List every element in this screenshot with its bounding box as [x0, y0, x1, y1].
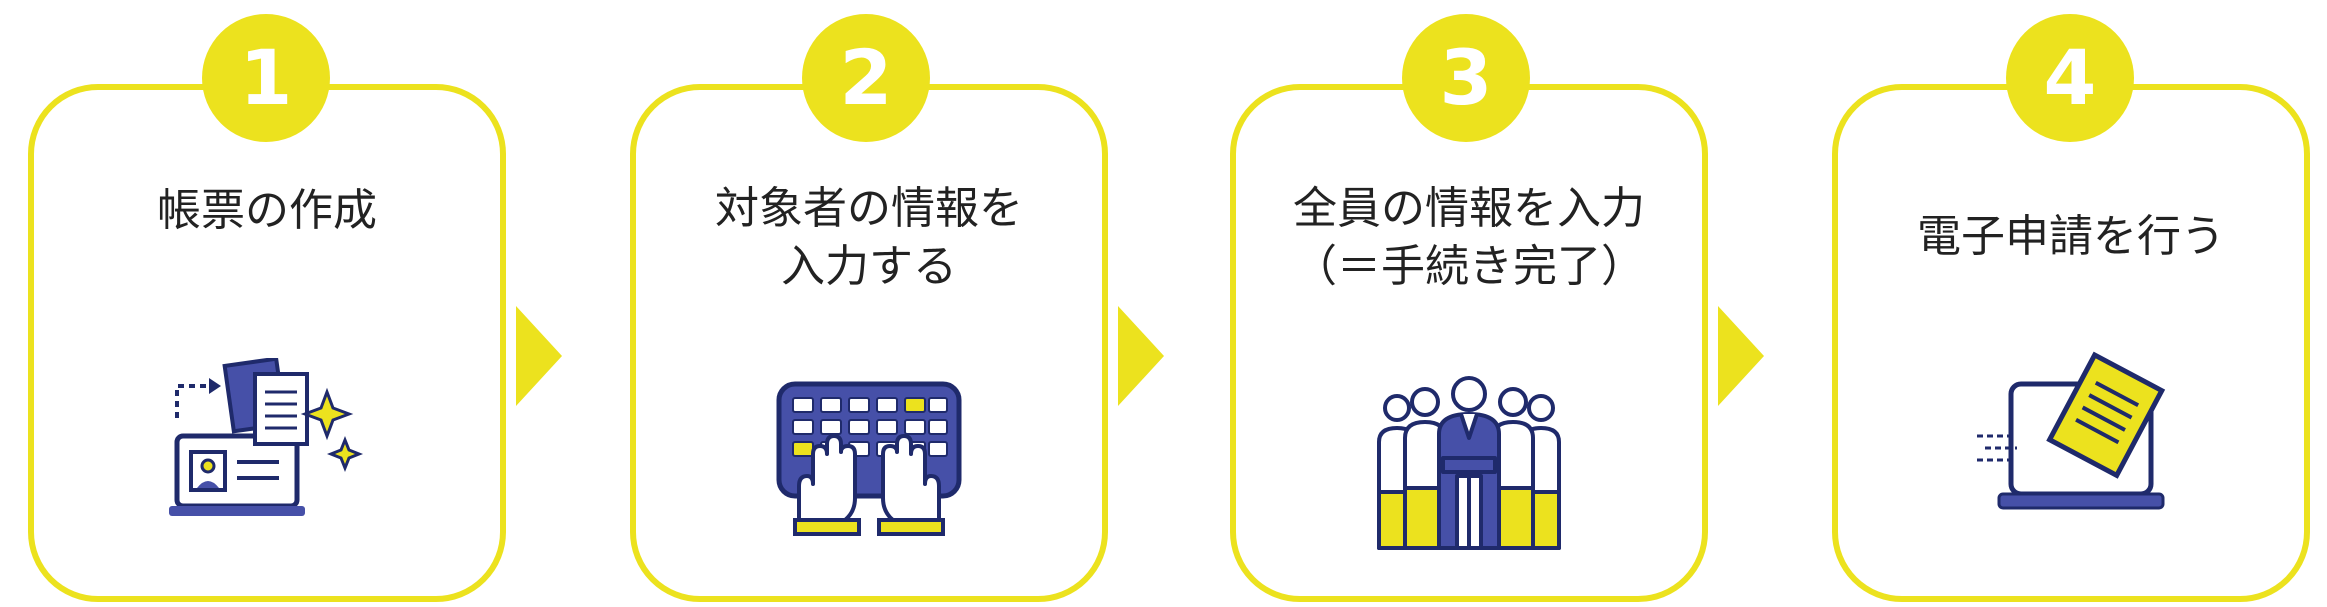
- document-create-icon: [34, 358, 500, 528]
- step-label-1: 帳票の作成: [34, 182, 500, 240]
- step-label-1-line-1: 帳票の作成: [157, 185, 377, 236]
- step-arrow-1: [516, 306, 562, 406]
- step-number-badge-2: 2: [802, 14, 930, 142]
- step-arrow-2: [1118, 306, 1164, 406]
- step-number-badge-3: 3: [1402, 14, 1530, 142]
- keyboard-typing-icon: [636, 380, 1102, 540]
- step-number-badge-1: 1: [202, 14, 330, 142]
- step-card-4: 電子申請を行う: [1832, 84, 2310, 602]
- step-card-1: 帳票の作成: [28, 84, 506, 602]
- laptop-submit-document-icon: [1838, 344, 2304, 524]
- step-label-3-line-2: （＝手続き完了）: [1293, 241, 1645, 292]
- step-label-4-line-1: 電子申請を行う: [1917, 211, 2225, 262]
- step-label-2: 対象者の情報を 入力する: [636, 180, 1102, 296]
- step-label-3: 全員の情報を入力 （＝手続き完了）: [1236, 180, 1702, 296]
- step-card-3: 全員の情報を入力 （＝手続き完了）: [1230, 84, 1708, 602]
- step-arrow-3: [1718, 306, 1764, 406]
- step-label-2-line-1: 対象者の情報を: [715, 183, 1023, 234]
- step-card-2: 対象者の情報を 入力する: [630, 84, 1108, 602]
- step-number-badge-4: 4: [2006, 14, 2134, 142]
- step-label-2-line-2: 入力する: [781, 241, 957, 292]
- team-group-icon: [1236, 372, 1702, 552]
- step-label-4: 電子申請を行う: [1838, 208, 2304, 266]
- step-label-3-line-1: 全員の情報を入力: [1293, 183, 1645, 234]
